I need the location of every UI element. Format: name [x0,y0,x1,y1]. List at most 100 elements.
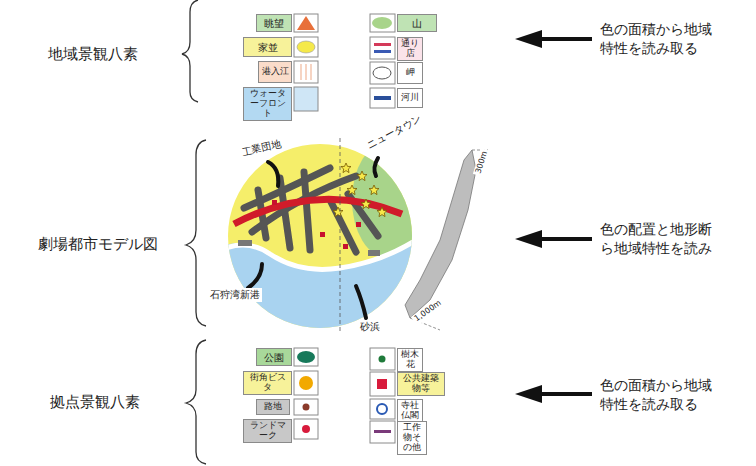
drawing-part [369,185,379,195]
drawing-part [343,244,348,249]
drawing-part [361,199,371,209]
curly-brace [186,140,206,326]
line-symbol [374,96,391,100]
drawing-part [238,240,252,246]
box-label: 山 [412,18,422,29]
box-label: 河川 [401,93,419,103]
drawing-part [341,163,351,173]
alley-box: 路地 [256,399,290,415]
dimension-label: 300m [473,148,492,177]
box-label: 街角ビスタ [246,373,289,393]
section-heading: 劇場都市モデル図 [38,234,188,254]
swatch-cell [294,371,318,395]
river-box: 河川 [397,88,423,108]
curly-brace [186,340,206,464]
arrow-head [515,230,542,248]
box-label: 寺社仏閣 [400,401,420,421]
street-box: 通り店 [397,37,423,61]
drawing-part [320,232,325,237]
line-symbol [301,64,311,80]
box-label: 岬 [406,68,415,78]
callout-pointer [248,264,262,288]
ellipse-symbol [297,41,315,53]
port-buildings [238,240,380,256]
note-text: 色の面積から地域特性を読み取る [600,20,720,58]
dot-symbol [299,376,313,390]
box-label: 港入江 [262,67,289,77]
box-label: ウォーターフロント [246,89,289,119]
swatch-cell [370,348,395,370]
map-label: 石狩湾新港 [208,288,262,302]
arrow-shaft [540,237,592,241]
port-box: 港入江 [258,61,292,83]
swatch-cell [294,61,318,83]
swatch-cell [370,372,395,396]
drawing-part [357,171,367,181]
drawing-part [368,250,380,256]
box-label: 公共建築物等 [400,374,442,394]
section-heading: 地域景観八素 [48,44,188,64]
line-symbol [374,50,391,53]
ellipse-symbol [373,67,391,79]
newtown-stars [333,163,387,217]
dot-symbol [303,404,310,411]
line-symbol [374,430,391,433]
swatch-cell [370,62,395,84]
ring-symbol [377,404,387,414]
park-box: 公園 [256,348,292,366]
drawing-part [377,207,387,217]
swatch-cell [370,14,395,32]
line-symbol [374,43,391,46]
structure-box: 工作物その他 [397,421,427,455]
drawing-part [305,64,306,80]
view-box: 眺望 [256,14,292,32]
callout-pointer [268,162,278,186]
waterfront-box: ウォーターフロント [243,87,292,121]
box-label: 公園 [264,352,284,363]
map-label: 砂浜 [358,320,382,334]
curly-brace [182,0,198,102]
drawing-part [272,200,277,205]
mountain-box: 山 [397,14,437,32]
swatch-cell [294,87,318,111]
swatch-cell [294,37,318,57]
dot-symbol [302,425,310,433]
arrow-group [515,30,592,403]
callout-pointer [374,158,378,176]
terrain-section [405,150,488,330]
arrow-head [515,385,542,403]
drawing-part [347,185,357,195]
beach-strip [226,242,413,269]
vista-box: 街角ビスタ [243,371,292,395]
trees-box: 樹木花 [397,348,423,372]
box-label: 路地 [264,402,282,412]
box-label: 眺望 [264,18,284,29]
note-text: 色の面積から地域特性を読み取る [600,376,720,414]
city-model-map [220,140,424,340]
temple-box: 寺社仏閣 [397,399,423,423]
section-heading: 拠点景観八素 [50,392,190,412]
landmark-box: ランドマーク [243,419,292,443]
arrow-head [515,30,542,48]
ellipse-symbol [297,351,315,363]
callout-pointer [356,286,366,318]
box-label: 工作物その他 [400,423,424,453]
ellipse-symbol [372,17,392,29]
swatch-cell [370,421,395,443]
brace-group [182,0,206,464]
drawing-part [310,64,311,80]
box-label: 樹木花 [400,350,420,370]
landmark-dots [272,200,361,249]
arrow-shaft [540,37,592,41]
note-text: 色の配置と地形断ら地域特性を読み [600,220,720,258]
callout-pointers [248,158,378,318]
drawing-part [356,222,361,227]
main-road [234,199,402,224]
box-label: 通り店 [400,39,420,59]
swatch-cell [294,399,318,415]
box-label: 家並 [258,42,278,53]
houses-box: 家並 [243,37,292,57]
swatch-cell [370,88,395,108]
swatch-cell [370,399,395,419]
